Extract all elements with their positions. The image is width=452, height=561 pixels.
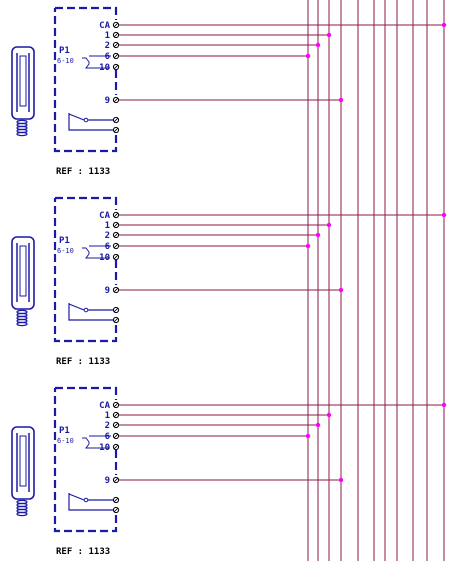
terminal-slot [113, 42, 119, 48]
junction-dot [315, 42, 321, 48]
terminal-label: CA [99, 211, 110, 221]
terminal-label: 9 [105, 96, 110, 106]
terminal-label: 10 [99, 253, 110, 263]
junction-dot [326, 222, 332, 228]
junction-dot [315, 232, 321, 238]
p1-range-label: 6-10 [57, 437, 74, 445]
terminal-label: CA [99, 21, 110, 31]
terminal-slot [113, 232, 119, 238]
terminal-label: 10 [99, 63, 110, 73]
p1-label: P1 [59, 236, 70, 246]
terminal-slot [113, 444, 119, 450]
junction-dot [338, 287, 344, 293]
switch-lever [68, 113, 85, 121]
switch-lever [68, 493, 85, 501]
terminal-slot [113, 243, 119, 249]
vertical-bus-lines [307, 0, 445, 561]
junction-dot [326, 32, 332, 38]
terminal-slot [113, 433, 119, 439]
p1-label: P1 [59, 426, 70, 436]
terminal-slot [113, 254, 119, 260]
handset-body [11, 426, 35, 500]
terminal-label: 6 [105, 242, 110, 252]
terminal-slot [113, 307, 119, 313]
junction-dot [441, 212, 447, 218]
junction-dot [305, 53, 311, 59]
p1-jumper-line [82, 437, 110, 449]
handset-body [11, 236, 35, 310]
terminal-slot [113, 222, 119, 228]
terminal-slot [113, 212, 119, 218]
terminal-slot [113, 497, 119, 503]
handset-cord [16, 321, 28, 327]
junction-dot [441, 402, 447, 408]
junction-dot [338, 97, 344, 103]
handset-cord [16, 131, 28, 137]
p1-range-label: 6-10 [57, 247, 74, 255]
switch-lever [68, 303, 85, 311]
intercom-handset-icon [11, 426, 35, 517]
handset-grip [19, 55, 27, 107]
terminal-slot [113, 402, 119, 408]
intercom-handset-icon [11, 236, 35, 327]
junction-dot [315, 422, 321, 428]
junction-dot [305, 433, 311, 439]
handset-grip [19, 245, 27, 297]
junction-dot [338, 477, 344, 483]
reference-label: REF : 1133 [56, 167, 110, 177]
switch-contact [83, 307, 89, 313]
terminal-label: 6 [105, 432, 110, 442]
reference-label: REF : 1133 [56, 547, 110, 557]
terminal-label: 1 [105, 221, 110, 231]
terminal-slot [113, 127, 119, 133]
terminal-slot [113, 507, 119, 513]
p1-jumper-line [82, 247, 110, 259]
terminal-label: 2 [105, 421, 110, 431]
switch-contact [83, 117, 89, 123]
terminal-slot [113, 422, 119, 428]
terminal-slot [113, 64, 119, 70]
terminal-slot [113, 32, 119, 38]
terminal-label: 1 [105, 31, 110, 41]
terminal-slot [113, 117, 119, 123]
terminal-label: 1 [105, 411, 110, 421]
terminal-label: 2 [105, 231, 110, 241]
reference-label: REF : 1133 [56, 357, 110, 367]
unit-dashed-box [53, 6, 118, 153]
switch-wire [68, 303, 113, 321]
terminal-slot [113, 412, 119, 418]
terminal-label: 2 [105, 41, 110, 51]
terminal-slot [113, 97, 119, 103]
switch-wire [68, 493, 113, 511]
terminal-label: 9 [105, 286, 110, 296]
p1-label: P1 [59, 46, 70, 56]
junction-dot [441, 22, 447, 28]
terminal-label: CA [99, 401, 110, 411]
terminal-slot [113, 22, 119, 28]
terminal-slot [113, 53, 119, 59]
junction-dot [326, 412, 332, 418]
p1-range-label: 6-10 [57, 57, 74, 65]
intercom-handset-icon [11, 46, 35, 137]
unit-dashed-box [53, 196, 118, 343]
handset-body [11, 46, 35, 120]
p1-jumper-line [82, 57, 110, 69]
switch-wire [68, 113, 113, 131]
handset-cord [16, 511, 28, 517]
terminal-label: 9 [105, 476, 110, 486]
terminal-slot [113, 287, 119, 293]
handset-grip [19, 435, 27, 487]
terminal-slot [113, 317, 119, 323]
junction-dot [305, 243, 311, 249]
terminal-label: 6 [105, 52, 110, 62]
switch-contact [83, 497, 89, 503]
terminal-slot [113, 477, 119, 483]
terminal-label: 10 [99, 443, 110, 453]
unit-dashed-box [53, 386, 118, 533]
